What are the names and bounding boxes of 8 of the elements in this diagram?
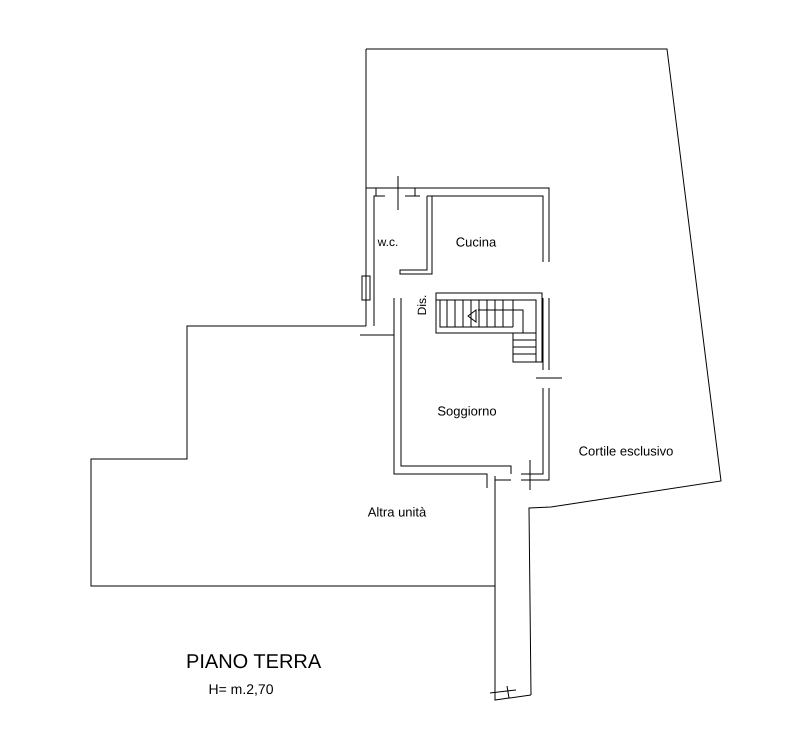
area-label: Altra unità <box>368 506 426 518</box>
plan-title: PIANO TERRA <box>186 652 322 672</box>
room-label: w.c. <box>378 236 398 248</box>
room-label: Cucina <box>456 236 496 248</box>
area-label: Cortile esclusivo <box>578 444 674 458</box>
room-label: Soggiorno <box>437 404 497 418</box>
room-label: Dis. <box>416 294 428 316</box>
height-note: H= m.2,70 <box>208 682 274 696</box>
